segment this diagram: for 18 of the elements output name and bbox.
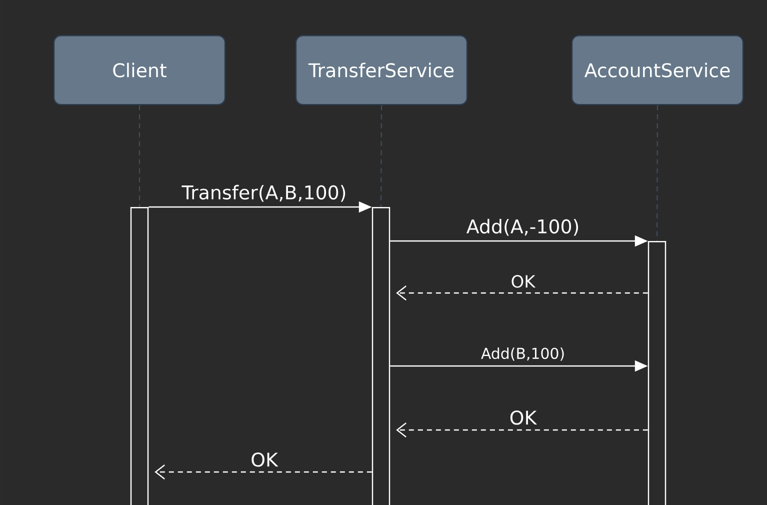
message-arrow [396,286,648,300]
participant-box: Client [53,35,226,106]
edge-label: Add(A,-100) [465,218,581,237]
activation-bar [648,241,666,505]
edge-label: OK [250,451,279,468]
lifeline [380,105,382,207]
message-arrow [396,422,648,438]
edge-label: OK [510,274,536,289]
participant-box: TransferService [295,35,468,106]
activation-bar [372,207,390,505]
edge-label: OK [508,409,538,426]
edge-label: Add(B,100) [480,346,566,362]
activation-bar [130,207,149,505]
lifeline [138,105,140,207]
message-arrow [154,464,372,480]
participant-box: AccountService [571,35,744,106]
lifeline [656,105,658,241]
edge-label: Transfer(A,B,100) [180,184,348,203]
